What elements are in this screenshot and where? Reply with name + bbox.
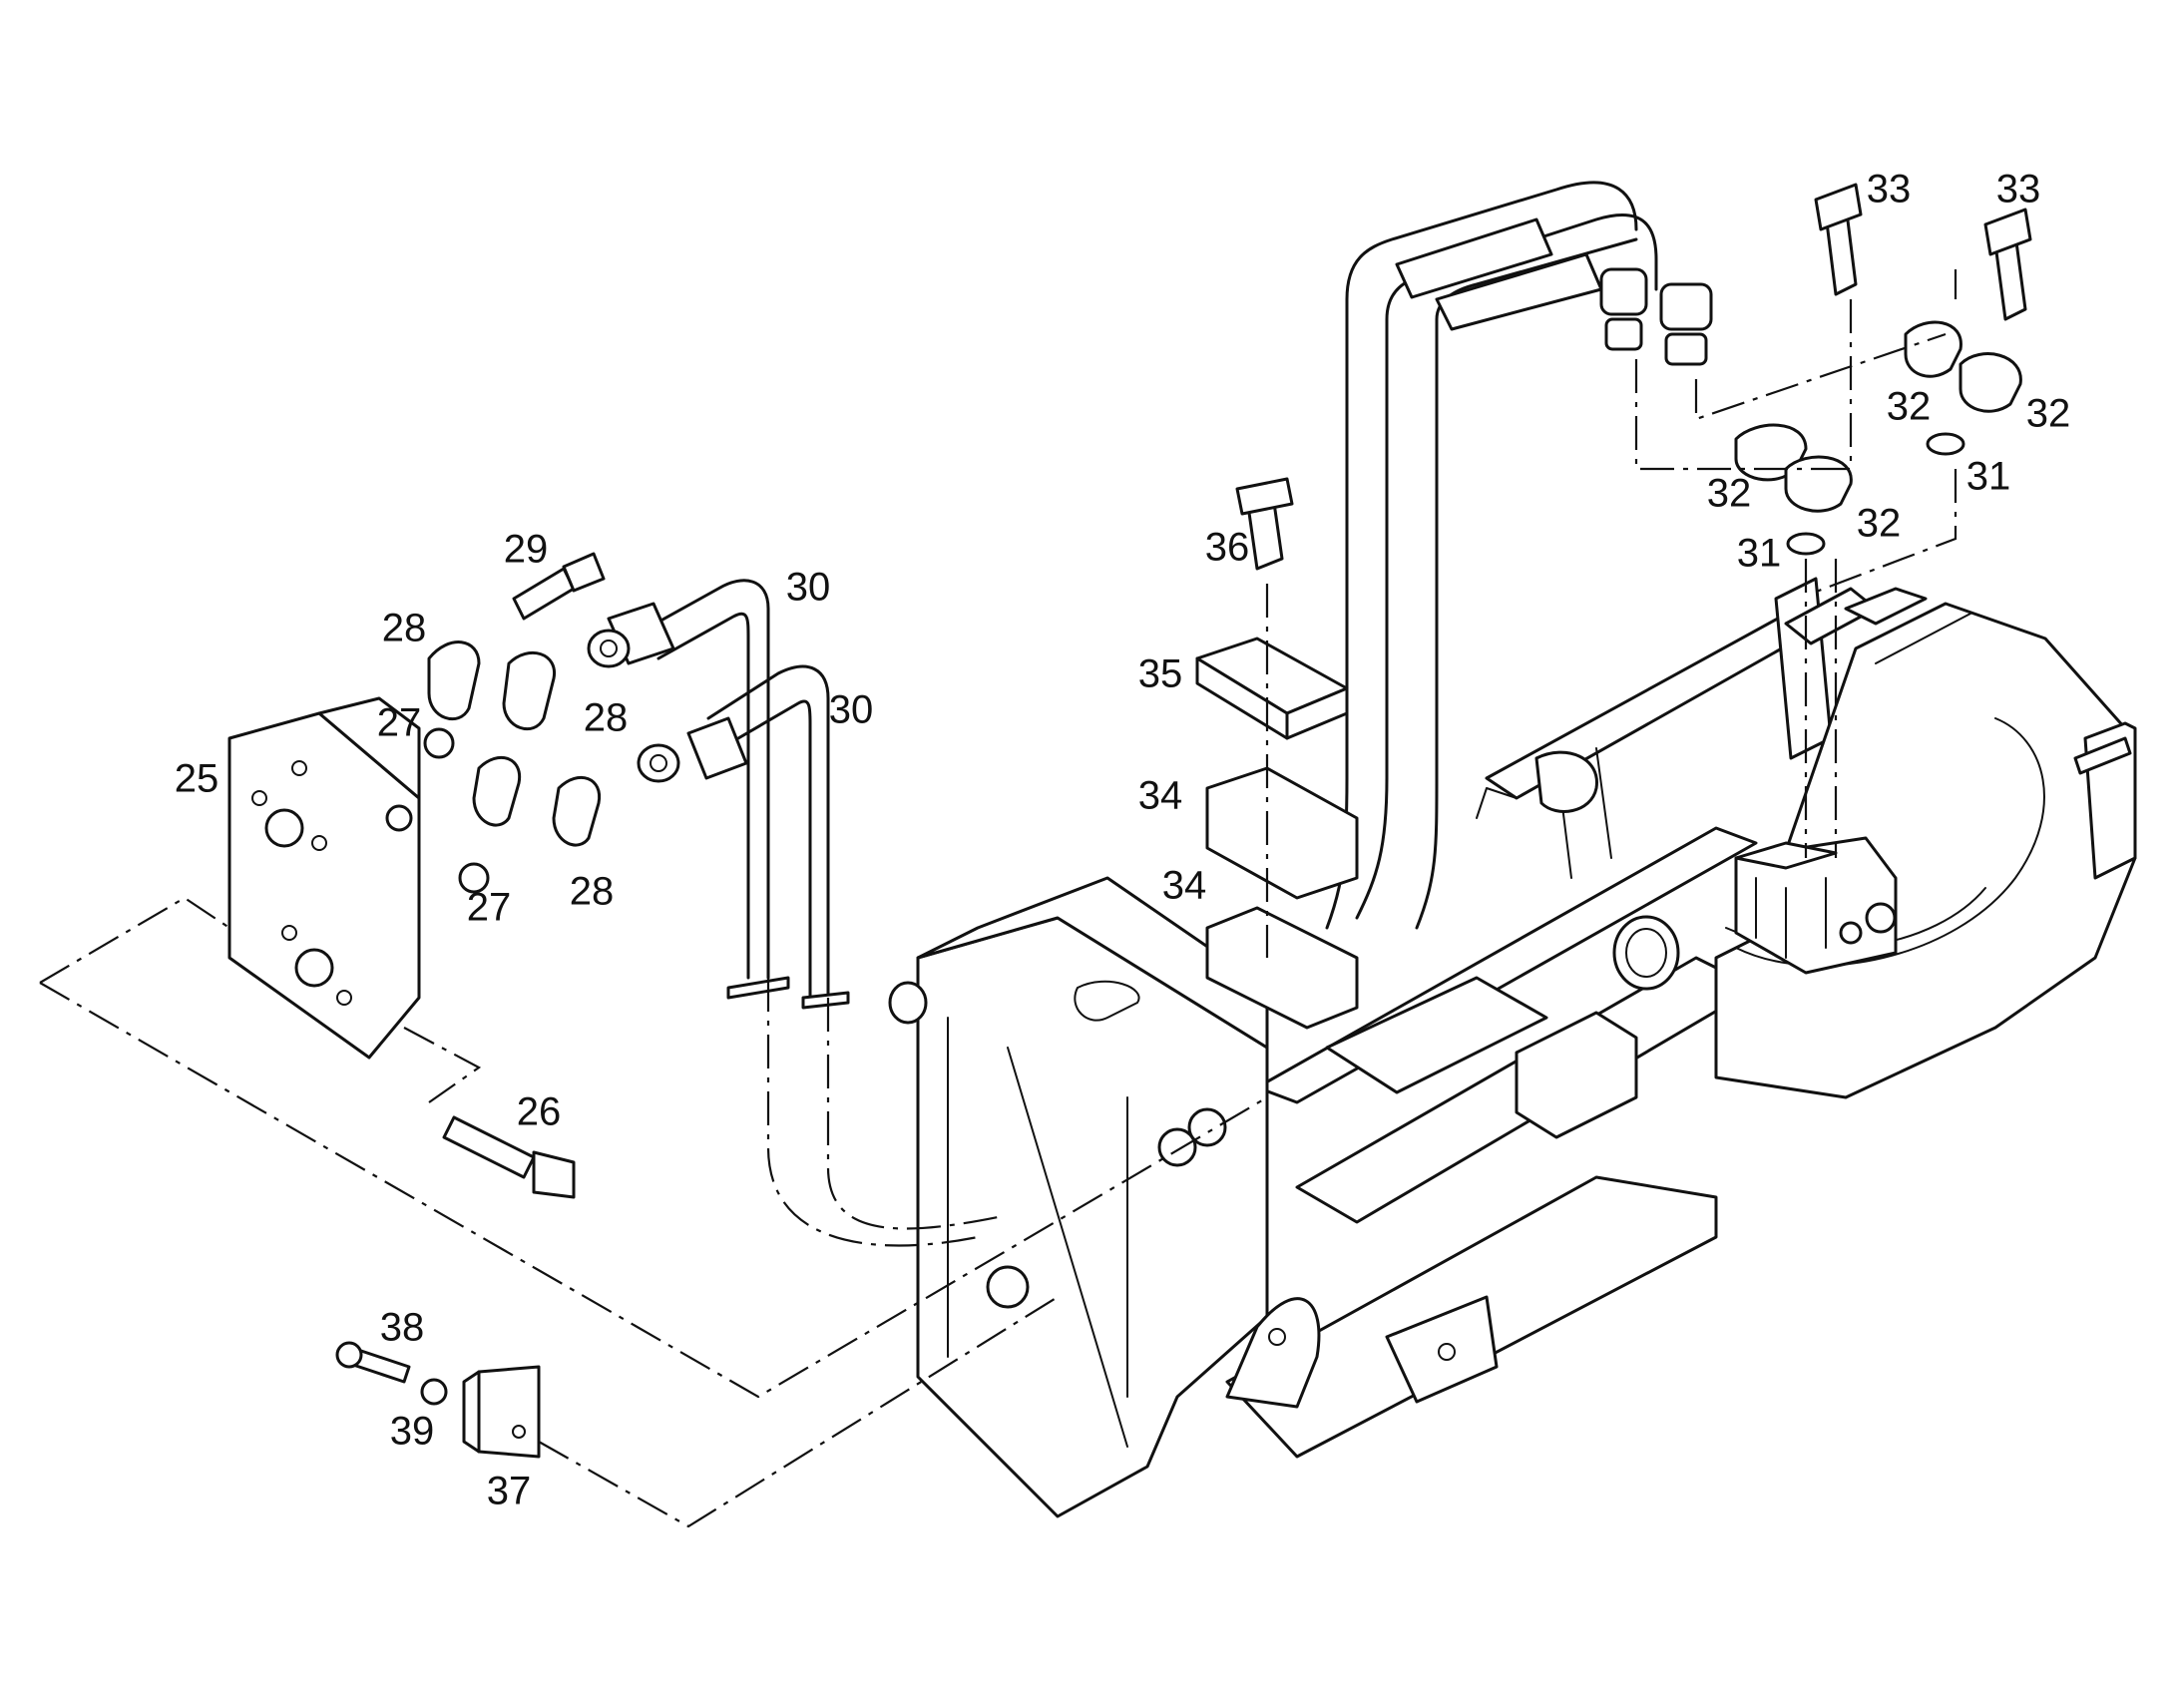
hose-assembly-upper: [1325, 181, 1713, 930]
callout-27-upper: 27: [377, 701, 422, 745]
callout-34-upper: 34: [1138, 774, 1183, 818]
callout-31-left: 31: [1737, 532, 1782, 576]
bolt-26: [442, 1115, 576, 1199]
callout-27-lower: 27: [467, 886, 512, 930]
callout-32-upper-right: 32: [1887, 385, 1932, 429]
callout-34-lower: 34: [1162, 864, 1207, 908]
callout-30-lower: 30: [829, 688, 874, 732]
callout-37: 37: [487, 1470, 532, 1513]
callout-28-lower: 28: [570, 870, 615, 914]
callout-36: 36: [1205, 526, 1250, 570]
clamp-halves: [423, 640, 602, 894]
callout-33-right: 33: [1996, 168, 2041, 212]
flange-block: [227, 696, 421, 1060]
callout-25: 25: [175, 757, 219, 801]
callout-labels: 25 26 27 27 28 28 28 29 30 30 31 31 32 3…: [175, 168, 2071, 1513]
callout-29: 29: [504, 528, 549, 572]
callout-32-left: 32: [1707, 472, 1752, 516]
callout-38: 38: [380, 1306, 425, 1350]
callout-32-far-right: 32: [2026, 392, 2071, 436]
callout-33-left: 33: [1867, 168, 1912, 212]
upper-right-fittings: [1734, 183, 2032, 556]
callout-32-center: 32: [1857, 502, 1902, 546]
callout-26: 26: [517, 1090, 562, 1134]
callout-28-middle: 28: [584, 696, 629, 740]
hose-assembly-left: [587, 579, 850, 1010]
callout-30-upper: 30: [786, 566, 831, 610]
callout-35: 35: [1138, 652, 1183, 696]
bracket-fasteners: [335, 1341, 541, 1459]
leader-lines: [39, 269, 1958, 1528]
callout-31-right: 31: [1966, 455, 2011, 499]
bolt-29: [512, 552, 606, 621]
callout-28-upper-left: 28: [382, 607, 427, 650]
rubber-mount-assembly: [1195, 477, 1359, 1030]
callout-39: 39: [390, 1410, 435, 1454]
machine-frame: [888, 577, 2137, 1518]
